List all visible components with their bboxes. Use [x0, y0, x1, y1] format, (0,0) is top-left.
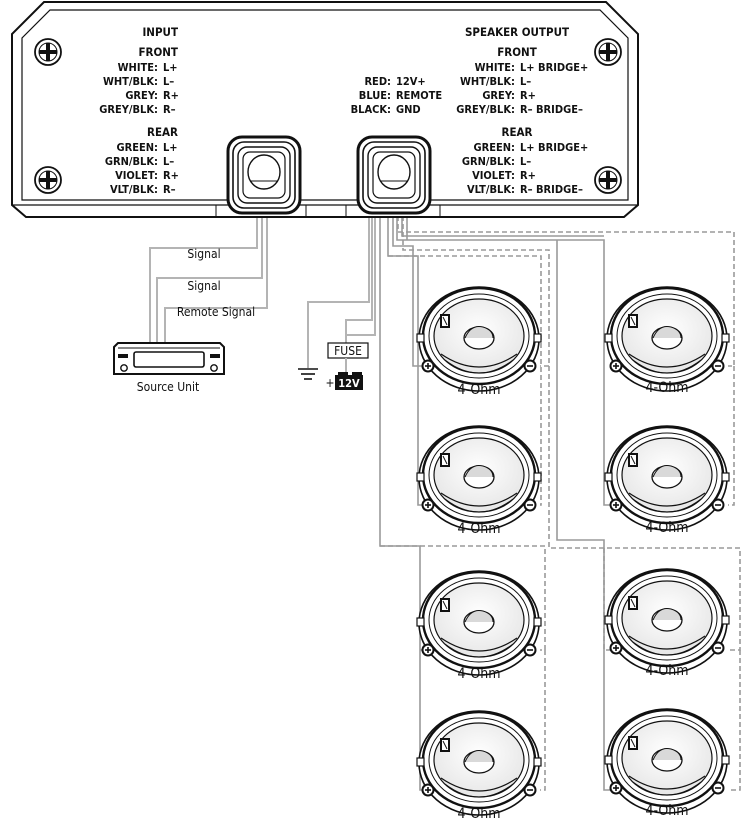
source-unit-icon — [113, 342, 225, 375]
speaker: 4-Ohm — [415, 569, 543, 682]
wire-color: GREY: — [125, 89, 158, 102]
speaker: 4-Ohm — [603, 424, 731, 536]
amplifier-body — [11, 1, 639, 218]
speaker-impedance: 4-Ohm — [457, 806, 500, 822]
speaker: 4-Ohm — [415, 424, 543, 537]
output-header: SPEAKER OUTPUT — [465, 25, 569, 39]
wire-signal: REMOTE — [396, 89, 442, 102]
wire-signal: R+ — [520, 89, 536, 102]
wire-color: WHITE: — [118, 61, 158, 74]
wire-signal: R– BRIDGE– — [520, 183, 583, 196]
speaker-impedance: 4-Ohm — [457, 666, 500, 682]
wire-color: GREEN: — [473, 141, 515, 154]
output-front-list: WHITE: L+ BRIDGE+ WHT/BLK: L– GREY: R+ G… — [456, 61, 588, 116]
wire-color: VLT/BLK: — [467, 183, 515, 196]
fuse-label: FUSE — [334, 344, 362, 358]
speaker-impedance: 4-Ohm — [645, 803, 688, 819]
wire-signal: 12V+ — [396, 75, 426, 88]
speaker: 4-Ohm — [603, 567, 731, 679]
speaker-impedance: 4-Ohm — [457, 382, 500, 398]
wire-signal: GND — [396, 103, 421, 116]
input-front-list: WHITE: L+ WHT/BLK: L– GREY: R+ GREY/BLK:… — [99, 61, 179, 116]
wire-signal: R+ — [520, 169, 536, 182]
output-connector-icon — [356, 135, 432, 215]
speaker-impedance: 4-Ohm — [645, 663, 688, 679]
source-unit-label: Source Unit — [137, 380, 199, 394]
battery-plus: + — [325, 376, 334, 390]
wire-signal: L– — [520, 75, 531, 88]
wire-color: WHT/BLK: — [103, 75, 158, 88]
wire-signal: L– — [520, 155, 531, 168]
wire-signal: L+ BRIDGE+ — [520, 141, 588, 154]
screw-icon — [594, 166, 622, 194]
screw-icon — [594, 38, 622, 66]
wire-color: GRN/BLK: — [462, 155, 515, 168]
wire-color: WHT/BLK: — [460, 75, 515, 88]
wire-signal: L– — [163, 155, 174, 168]
speaker-impedance: 4-Ohm — [645, 380, 688, 396]
speaker: 4-Ohm — [603, 707, 731, 819]
wire-color: VIOLET: — [115, 169, 158, 182]
wire-color: WHITE: — [475, 61, 515, 74]
remote-signal-label: Remote Signal — [177, 305, 255, 319]
screw-icon — [34, 38, 62, 66]
battery-label: 12V — [338, 377, 360, 390]
speaker-icon — [603, 424, 731, 532]
wire-signal: L– — [163, 75, 174, 88]
wire-color: GREY/BLK: — [456, 103, 515, 116]
wire-signal: L+ — [163, 141, 178, 154]
fuse-icon: FUSE — [327, 342, 369, 359]
wire-signal: R+ — [163, 89, 179, 102]
input-rear-list: GREEN: L+ GRN/BLK: L– VIOLET: R+ VLT/BLK… — [105, 141, 179, 196]
input-wiring — [149, 200, 268, 345]
speaker: 4-Ohm — [603, 285, 731, 396]
wire-signal: L+ — [163, 61, 178, 74]
input-front-header: FRONT — [138, 45, 178, 59]
speaker-icon — [603, 707, 731, 815]
input-connector-icon — [226, 135, 302, 215]
ground-icon — [298, 368, 318, 380]
power-wiring — [307, 200, 376, 368]
wire-color: VLT/BLK: — [110, 183, 158, 196]
wire-signal: R– BRIDGE– — [520, 103, 583, 116]
wire-color: VIOLET: — [472, 169, 515, 182]
signal-label: Signal — [187, 279, 220, 293]
input-header: INPUT — [142, 25, 178, 39]
speaker-icon — [603, 285, 731, 393]
wire-color: BLACK: — [351, 103, 391, 116]
wire-color: RED: — [364, 75, 391, 88]
wire-signal: L+ BRIDGE+ — [520, 61, 588, 74]
output-rear-header: REAR — [501, 125, 532, 139]
input-rear-header: REAR — [147, 125, 178, 139]
screw-icon — [34, 166, 62, 194]
speaker: 4-Ohm — [415, 285, 543, 398]
wire-color: GRN/BLK: — [105, 155, 158, 168]
wire-color: BLUE: — [359, 89, 391, 102]
speaker-icon — [415, 285, 543, 393]
battery-icon: + 12V — [325, 372, 363, 390]
wire-signal: R+ — [163, 169, 179, 182]
speaker: 4-Ohm — [415, 709, 543, 822]
speaker-icon — [603, 567, 731, 675]
speaker-icon — [415, 569, 543, 677]
speaker-wiring-dashed — [380, 200, 741, 791]
wire-signal: R– — [163, 183, 176, 196]
speaker-icon — [415, 424, 543, 532]
speaker-icon — [415, 709, 543, 817]
output-rear-list: GREEN: L+ BRIDGE+ GRN/BLK: L– VIOLET: R+… — [462, 141, 588, 196]
power-list: RED: 12V+ BLUE: REMOTE BLACK: GND — [351, 75, 443, 116]
wire-signal: R– — [163, 103, 176, 116]
wire-color: GREY/BLK: — [99, 103, 158, 116]
wire-color: GREEN: — [116, 141, 158, 154]
signal-label: Signal — [187, 247, 220, 261]
speaker-impedance: 4-Ohm — [645, 520, 688, 536]
output-front-header: FRONT — [497, 45, 537, 59]
speaker-impedance: 4-Ohm — [457, 521, 500, 537]
wire-color: GREY: — [482, 89, 515, 102]
amplifier: INPUT FRONT WHITE: L+ WHT/BLK: L– GREY: … — [11, 1, 639, 218]
